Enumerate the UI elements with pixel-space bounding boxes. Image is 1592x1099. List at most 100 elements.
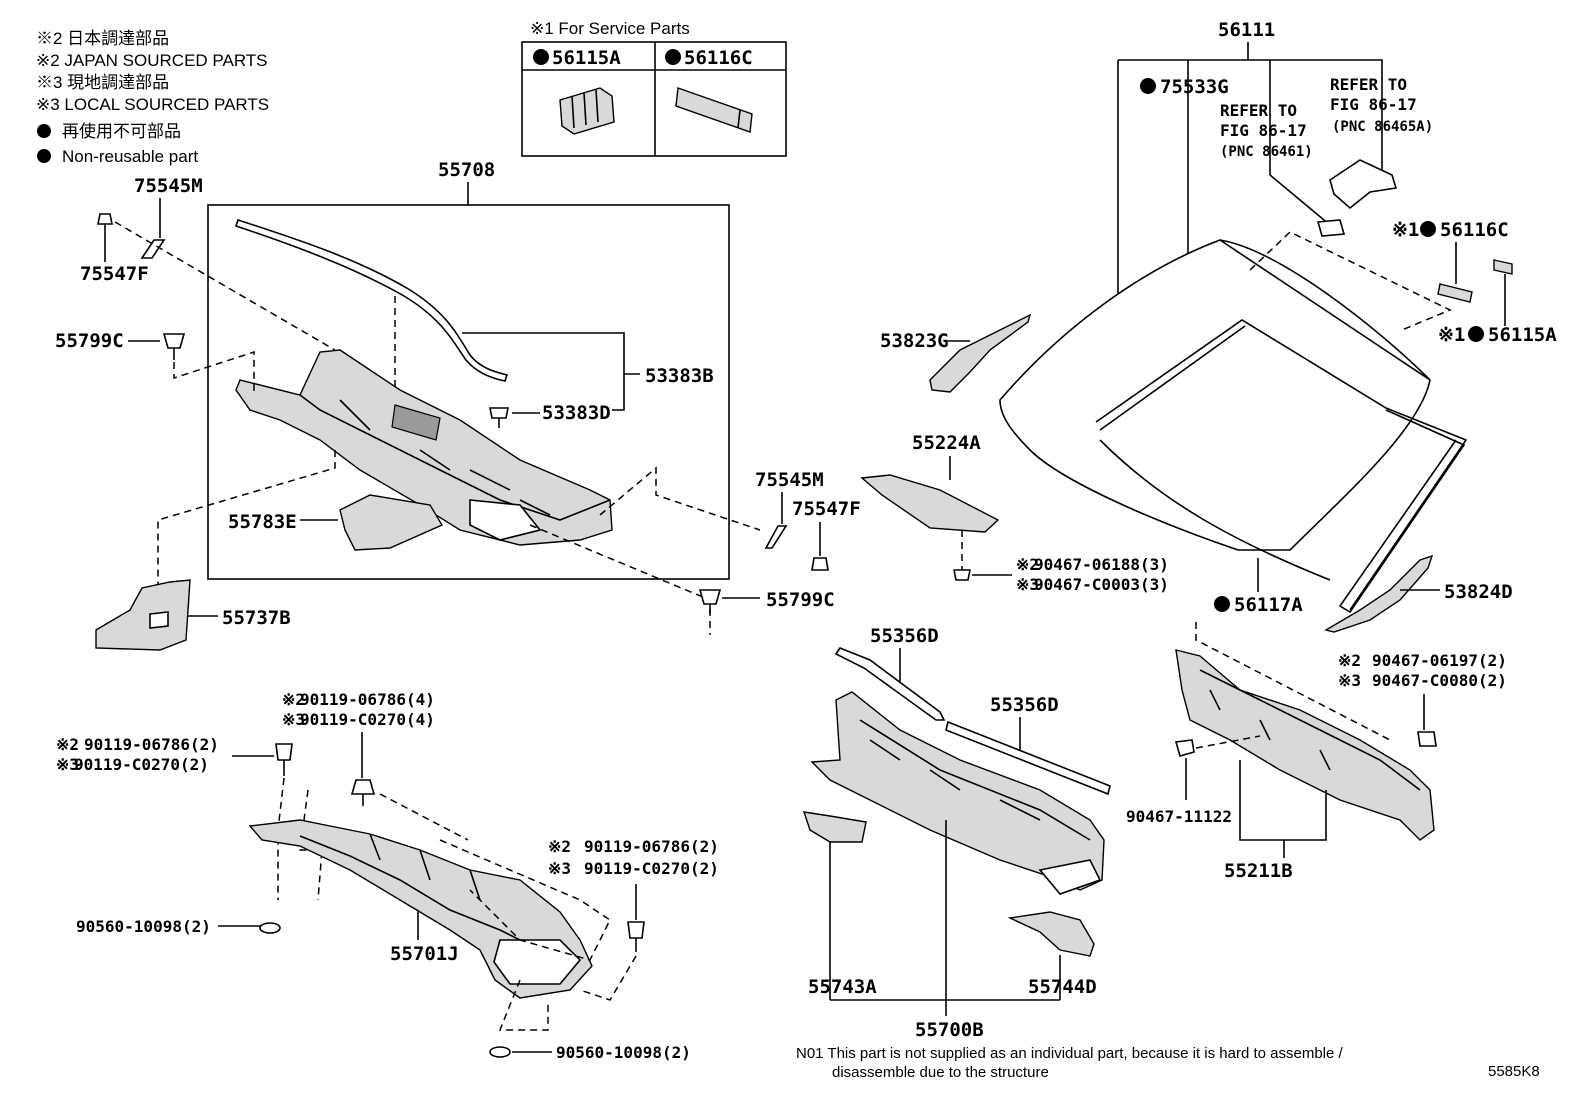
plug-90560-2: [489, 1046, 511, 1058]
seal-55356d-b: [945, 720, 1111, 796]
mark-56116c: ※1: [1392, 219, 1419, 241]
mark-bolt-c2: ※3: [548, 859, 571, 878]
label-55799c-right: 55799C: [766, 589, 835, 611]
label-56111: 56111: [1218, 19, 1275, 41]
label-55356d-b: 55356D: [990, 694, 1059, 716]
mark-56115a: ※1: [1438, 324, 1465, 346]
legend-line-3: ※3 現地調達部品: [36, 73, 169, 92]
label-53823g: 53823G: [880, 330, 949, 352]
legend-line-2: ※2 JAPAN SOURCED PARTS: [36, 51, 268, 70]
clip-75547f-left: [97, 213, 113, 225]
legend-line-5: 再使用不可部品: [62, 121, 181, 141]
mirror-bracket: [1316, 219, 1346, 237]
cowl-vent-grille: [391, 404, 441, 441]
cowl-55700b: [810, 691, 1105, 891]
refer2-line-b: FIG 86-17: [1330, 95, 1417, 114]
clip-90467-06188: [953, 569, 971, 581]
center-cowl-group: 55356D 55356D 55743A 55744D 55700B: [802, 625, 1111, 1041]
non-reusable-dot-icon: [37, 124, 51, 138]
refer1-line-c: (PNC 86461): [1220, 144, 1313, 160]
label-55744d: 55744D: [1028, 976, 1097, 998]
cover-55224a: [860, 474, 1000, 533]
legend: ※2 日本調達部品 ※2 JAPAN SOURCED PARTS ※3 現地調達…: [36, 29, 269, 166]
non-reusable-dot-icon: [1140, 78, 1156, 94]
label-56117a: 56117A: [1234, 594, 1303, 616]
non-reusable-dot-icon: [37, 149, 51, 163]
label-53383b: 53383B: [645, 365, 714, 387]
label-56116c: 56116C: [1440, 219, 1509, 241]
non-reusable-dot-icon: [533, 49, 549, 65]
legend-line-4: ※3 LOCAL SOURCED PARTS: [36, 95, 269, 114]
service-left-part-label: 56115A: [552, 47, 621, 69]
mark-clip-b: ※3: [1338, 671, 1361, 690]
service-parts-box: ※1 For Service Parts 56115A 56116C: [521, 19, 787, 157]
clip-55799c-left: [162, 333, 186, 349]
label-bolt-a1: 90119-06786(4): [300, 690, 435, 709]
molding-53824d: [1324, 554, 1434, 633]
label-55700b: 55700B: [915, 1019, 984, 1041]
mark-bolt-b1: ※2: [56, 735, 79, 754]
panel-55211b: [1175, 649, 1435, 841]
part-56115a: [1493, 259, 1513, 275]
seal-75545m-left: [140, 239, 166, 259]
note-line-1: N01 This part is not supplied as an indi…: [796, 1045, 1344, 1062]
label-55356d-a: 55356D: [870, 625, 939, 647]
label-bolt1-b: 90467-C0003(3): [1034, 575, 1169, 594]
label-55799c-left: 55799C: [55, 330, 124, 352]
non-reusable-dot-icon: [1420, 221, 1436, 237]
mark-bolt-b2: ※3: [56, 755, 79, 774]
bolt-90119-b: [275, 743, 293, 761]
plug-90560-1: [259, 922, 281, 934]
part-56116c-sketch: [675, 87, 753, 133]
label-53383d: 53383D: [542, 402, 611, 424]
label-55743a: 55743A: [808, 976, 877, 998]
molding-53823g: [929, 313, 1032, 393]
label-bolt-c1: 90119-06786(2): [584, 837, 719, 856]
sensor-bracket: [1329, 159, 1398, 210]
label-bolt-c2: 90119-C0270(2): [584, 859, 719, 878]
part-56115a-sketch: [559, 87, 615, 135]
mark-bolt1-b: ※3: [1016, 575, 1039, 594]
label-55224a: 55224A: [912, 432, 981, 454]
bracket-55737b: [95, 579, 191, 651]
label-90467-11122: 90467-11122: [1126, 807, 1232, 826]
label-56115a: 56115A: [1488, 324, 1557, 346]
seal-75545m-right: [764, 525, 788, 549]
mark-bolt-c1: ※2: [548, 837, 571, 856]
bolt-90119-c: [627, 921, 645, 939]
clip-90467-06197: [1417, 731, 1437, 747]
windshield-glass: [999, 239, 1431, 551]
right-fasteners: 75545M 75547F 55799C: [529, 466, 861, 635]
right-panel-group: ※2 90467-06197(2) ※3 90467-C0080(2) 9046…: [1126, 622, 1507, 882]
service-box-title: ※1 For Service Parts: [530, 19, 690, 38]
left-fasteners: 75545M 75547F 55799C 55737B: [55, 175, 336, 651]
non-reusable-dot-icon: [1214, 596, 1230, 612]
cowl-panel: [235, 349, 613, 546]
mark-clip-a: ※2: [1338, 651, 1361, 670]
service-right-part-label: 56116C: [684, 47, 753, 69]
note-line-2: disassemble due to the structure: [832, 1064, 1049, 1081]
mark-bolt-a1: ※2: [282, 690, 305, 709]
bracket-55783e: [339, 494, 444, 551]
bracket-55744d: [1007, 911, 1095, 957]
refer2-line-a: REFER TO: [1330, 75, 1407, 94]
label-55783e: 55783E: [228, 511, 297, 533]
label-75533g: 75533G: [1160, 76, 1229, 98]
part-56116c: [1437, 283, 1473, 303]
refer1-line-b: FIG 86-17: [1220, 121, 1307, 140]
windshield-group: 56111 75533G REFER TO FIG 86-17 (PNC 864…: [860, 19, 1557, 633]
footer-note: N01 This part is not supplied as an indi…: [796, 1045, 1540, 1081]
bolt-90119-a: [350, 779, 376, 795]
cowl-seal-strip: [234, 218, 509, 382]
legend-line-6: Non-reusable part: [62, 147, 198, 166]
label-75545m-left: 75545M: [134, 175, 203, 197]
clip-55799c-right: [698, 589, 722, 605]
clip-75547f-right: [811, 557, 829, 571]
mark-bolt1-a: ※2: [1016, 555, 1039, 574]
cowl-assembly-group: 55708 53383D 53383B 55783E: [207, 159, 730, 580]
label-bolt1-a: 90467-06188(3): [1034, 555, 1169, 574]
label-55737b: 55737B: [222, 607, 291, 629]
label-90560-1: 90560-10098(2): [76, 917, 211, 936]
label-bolt-a2: 90119-C0270(4): [300, 710, 435, 729]
